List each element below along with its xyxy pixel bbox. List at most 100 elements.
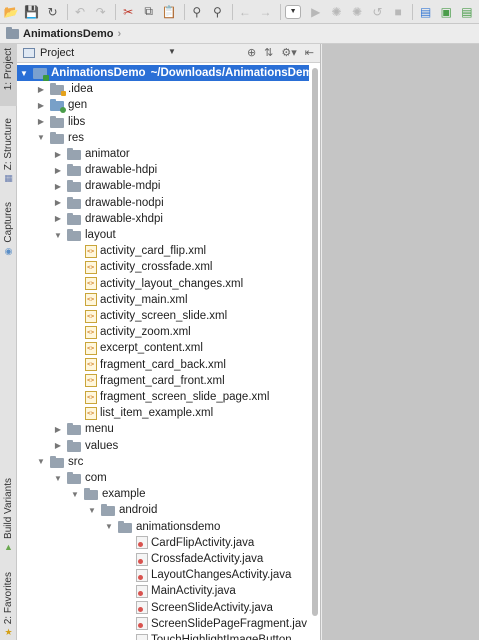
find-icon[interactable]: ⚲: [192, 4, 202, 19]
expanded-arrow-icon[interactable]: ▼: [88, 505, 96, 515]
rerun-icon[interactable]: ↺: [372, 4, 383, 19]
replace-icon[interactable]: ⚲: [213, 4, 222, 19]
tree-row[interactable]: ▶gen: [17, 97, 309, 114]
tree-row[interactable]: fragment_card_front.xml: [17, 373, 309, 389]
hide-panel-icon[interactable]: ⇤: [304, 47, 314, 59]
tab-structure-label: Z: Structure: [3, 118, 14, 171]
project-view-icon: [23, 48, 35, 58]
tree-row[interactable]: CardFlipActivity.java: [17, 535, 309, 551]
tree-row[interactable]: fragment_screen_slide_page.xml: [17, 389, 309, 405]
tree-row[interactable]: excerpt_content.xml: [17, 340, 309, 356]
tree-row[interactable]: fragment_card_back.xml: [17, 357, 309, 373]
tree-row[interactable]: ScreenSlideActivity.java: [17, 600, 309, 616]
folder-icon: [50, 455, 64, 468]
expanded-arrow-icon[interactable]: ▼: [71, 489, 79, 499]
expanded-arrow-icon[interactable]: ▼: [20, 68, 28, 78]
open-icon[interactable]: 📂: [3, 4, 19, 19]
chevron-right-icon: ›: [117, 27, 122, 40]
folder-icon: [67, 164, 81, 177]
collapsed-arrow-icon[interactable]: ▶: [37, 100, 45, 110]
tree-row[interactable]: CrossfadeActivity.java: [17, 551, 309, 567]
tree-row[interactable]: MainActivity.java: [17, 583, 309, 599]
run-icon[interactable]: ▶: [311, 4, 321, 19]
tree-row[interactable]: ▶.idea: [17, 81, 309, 97]
avd-manager-icon[interactable]: ▣: [440, 4, 452, 19]
tab-project[interactable]: 1: Project: [0, 44, 17, 106]
tree-row[interactable]: ▼layout: [17, 227, 309, 243]
debug-icon[interactable]: ✺: [331, 4, 342, 19]
expanded-arrow-icon[interactable]: ▼: [37, 133, 45, 143]
tree-row[interactable]: ScreenSlidePageFragment.jav: [17, 616, 309, 632]
collapsed-arrow-icon[interactable]: ▶: [54, 214, 62, 224]
expanded-arrow-icon[interactable]: ▼: [105, 522, 113, 532]
collapsed-arrow-icon[interactable]: ▶: [54, 424, 62, 434]
collapsed-arrow-icon[interactable]: ▶: [37, 117, 45, 127]
stop-icon[interactable]: ■: [394, 4, 402, 19]
tree-scrollbar[interactable]: [311, 68, 319, 616]
tree-row[interactable]: activity_layout_changes.xml: [17, 276, 309, 292]
tree-row[interactable]: ▼android: [17, 502, 309, 518]
tree-row[interactable]: activity_crossfade.xml: [17, 259, 309, 275]
collapsed-arrow-icon[interactable]: ▶: [54, 198, 62, 208]
scroll-from-source-icon[interactable]: ⊕: [246, 47, 257, 59]
tree-row[interactable]: TouchHighlightImageButton: [17, 632, 309, 640]
attach-icon[interactable]: ✺: [351, 4, 362, 19]
collapse-all-icon[interactable]: ⇅: [264, 47, 274, 59]
tree-row[interactable]: activity_main.xml: [17, 292, 309, 308]
collapsed-arrow-icon[interactable]: ▶: [37, 84, 45, 94]
forward-icon[interactable]: →: [259, 4, 272, 19]
collapsed-arrow-icon[interactable]: ▶: [54, 181, 62, 191]
project-view-selector[interactable]: Project: [40, 47, 75, 59]
toolbar-divider: [66, 3, 68, 20]
tab-build-variants[interactable]: Build Variants ▲: [0, 478, 17, 564]
collapsed-arrow-icon[interactable]: ▶: [54, 165, 62, 175]
expanded-arrow-icon[interactable]: ▼: [54, 473, 62, 483]
tree-row[interactable]: LayoutChangesActivity.java: [17, 567, 309, 583]
tree-row[interactable]: ▼src: [17, 454, 309, 470]
collapsed-arrow-icon[interactable]: ▶: [54, 441, 62, 451]
tree-row[interactable]: ▼ res: [17, 130, 309, 146]
tree-item-label: res: [68, 131, 84, 144]
expanded-arrow-icon[interactable]: ▼: [37, 457, 45, 467]
run-config-dropdown[interactable]: ▼: [284, 4, 302, 19]
breadcrumb-item-project[interactable]: AnimationsDemo ›: [6, 26, 122, 40]
tree-row[interactable]: ▼animationsdemo: [17, 519, 309, 535]
tab-favorites[interactable]: 2: Favorites ★: [0, 572, 17, 640]
structure-icon: ▦: [4, 173, 13, 184]
cut-icon[interactable]: ✂: [123, 4, 134, 19]
tree-row[interactable]: list_item_example.xml: [17, 405, 309, 421]
back-icon[interactable]: ←: [238, 4, 251, 19]
copy-icon[interactable]: ⧉: [144, 4, 153, 18]
tree-item-label: fragment_card_back.xml: [100, 358, 226, 371]
tree-row[interactable]: activity_zoom.xml: [17, 324, 309, 340]
tree-row[interactable]: activity_card_flip.xml: [17, 243, 309, 259]
tree-row[interactable]: ▼com: [17, 470, 309, 486]
expanded-arrow-icon[interactable]: ▼: [54, 230, 62, 240]
tree-row[interactable]: ▼example: [17, 486, 309, 502]
paste-icon[interactable]: 📋: [161, 4, 177, 19]
tree-row[interactable]: ▶drawable-xhdpi: [17, 211, 309, 227]
scrollbar-thumb[interactable]: [312, 68, 318, 616]
tree-row[interactable]: ▼AnimationsDemo~/Downloads/AnimationsDem: [17, 65, 309, 81]
collapsed-arrow-icon[interactable]: ▶: [54, 149, 62, 159]
undo-icon[interactable]: ↶: [74, 4, 86, 19]
tree-row[interactable]: ▶menu: [17, 421, 309, 437]
tree-row[interactable]: ▶drawable-hdpi: [17, 162, 309, 178]
tree-row[interactable]: activity_screen_slide.xml: [17, 308, 309, 324]
chevron-down-icon[interactable]: ▼: [168, 47, 176, 56]
sync-icon[interactable]: ↻: [47, 4, 58, 19]
redo-icon[interactable]: ↷: [95, 4, 106, 19]
tree-row[interactable]: ▶values: [17, 438, 309, 454]
tree-row[interactable]: ▶libs: [17, 114, 309, 130]
tab-structure[interactable]: Z: Structure ▦: [0, 118, 17, 198]
tree-item-label: CardFlipActivity.java: [151, 536, 255, 549]
device-icon[interactable]: ▤: [461, 4, 473, 19]
tab-captures[interactable]: Captures ◉: [0, 202, 17, 264]
tree-row[interactable]: ▶drawable-mdpi: [17, 178, 309, 194]
gear-icon[interactable]: ⚙▾: [281, 47, 297, 59]
tree-row[interactable]: ▶animator: [17, 146, 309, 162]
folder-icon: [118, 520, 132, 533]
save-icon[interactable]: 💾: [24, 4, 40, 19]
sdk-manager-icon[interactable]: ▤: [420, 4, 432, 19]
tree-row[interactable]: ▶drawable-nodpi: [17, 195, 309, 211]
